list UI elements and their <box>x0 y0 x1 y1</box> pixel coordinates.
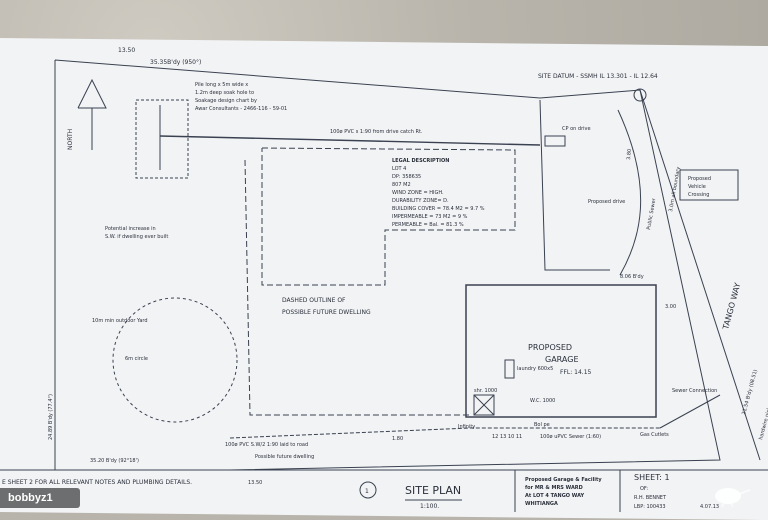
dim-380: 3.80 <box>626 149 633 161</box>
drawing-date: 4.07.13 <box>700 504 719 510</box>
dashed-outline-label-2: POSSIBLE FUTURE DWELLING <box>282 309 371 316</box>
project-line-4: WHITIANGA <box>525 501 558 507</box>
legal-cover: BUILDING COVER = 78.4 M2 = 9.7 % <box>392 206 485 212</box>
proposed-drive-label: Proposed drive <box>588 199 625 205</box>
catch-pit <box>544 135 566 147</box>
yard-label: 10m min outdoor Yard <box>92 318 148 324</box>
author-name: R.H. BENNET <box>634 495 667 501</box>
bol-label: Bol pe <box>534 422 550 428</box>
legal-title: LEGAL DESCRIPTION <box>392 158 449 164</box>
top-boundary-label: 35.35B'dy (950°) <box>150 59 201 66</box>
wc-label: W.C. 1000 <box>530 398 555 404</box>
site-datum-label: SITE DATUM - SSMH IL 13.301 - IL 12.64 <box>538 73 658 80</box>
dim-300: 3.00 <box>665 304 676 310</box>
pile-note-3: Soakage design chart by <box>195 98 257 104</box>
sheet-number: SHEET: 1 <box>634 473 670 482</box>
dwelling-note-2: S.W. if dwelling ever built <box>105 234 168 240</box>
public-sewer-label: Public Sewer <box>646 197 658 230</box>
vehicle-crossing-box <box>679 169 739 201</box>
garage-outline <box>465 284 657 418</box>
vanity-box <box>504 359 515 379</box>
legal-durability: DURABILITY ZONE= D. <box>392 198 449 204</box>
ffl-label: FFL: 14.15 <box>560 369 592 376</box>
project-line-2: for MR & MRS WARD <box>525 485 583 491</box>
road-edge <box>639 89 761 461</box>
bottom-left-note: E SHEET 2 FOR ALL RELEVANT NOTES AND PLU… <box>2 479 192 486</box>
dim-180: 1.80 <box>392 436 403 442</box>
site-plan-scale: 1:100. <box>420 503 439 510</box>
site-boundary <box>54 59 721 471</box>
laundry-label: laundry 600x5 <box>517 366 553 372</box>
future-dwelling-outline-lower <box>244 159 470 416</box>
road-name: TANGO WAY <box>721 282 742 332</box>
yard-circle <box>112 297 238 423</box>
legal-area: 807 M2 <box>392 182 411 188</box>
drain-pipe <box>159 135 541 146</box>
legal-lot: LOT 4 <box>392 166 406 172</box>
shower-label: shr. 1000 <box>474 388 497 394</box>
bottom-dim-label: 13.50 <box>248 480 262 486</box>
lbp-number: LBP: 100433 <box>634 504 666 510</box>
pile-note-4: Awar Consultants - 2466-116 - 59-01 <box>195 106 287 112</box>
project-line-1: Proposed Garage & Facility <box>525 477 602 483</box>
vehicle-crossing-label-1: Proposed <box>688 176 711 182</box>
view-number: 1 <box>365 488 369 495</box>
cp-note: CP on drive <box>562 126 591 132</box>
soakage-pit <box>135 99 189 179</box>
sewer-line <box>229 427 660 439</box>
garage-label-2: GARAGE <box>545 355 579 364</box>
sheet-of: OF: <box>640 486 648 492</box>
north-arrow-head <box>77 78 107 109</box>
left-boundary-dim: 24.89 B'dy (77.4°) <box>48 394 54 440</box>
shower-box <box>473 394 495 416</box>
hardwire-label: hardwire nicker <box>758 401 768 441</box>
pile-note-1: Pile long x 5m wide x <box>195 82 248 88</box>
view-number-circle <box>359 481 377 499</box>
circle-label: 6m circle <box>125 356 148 362</box>
dashed-outline-label-1: DASHED OUTLINE OF <box>282 297 346 304</box>
north-label: NORTH <box>67 129 74 150</box>
sewer-row-label: 100ø uPVC Sewer (1:60) <box>540 434 601 440</box>
infinity-label: Infinity <box>458 424 475 430</box>
legal-impermeable: IMPERMEABLE = 73 M2 = 9 % <box>392 214 468 220</box>
legal-permeable: PERMEABLE = Bal. = 81.3 % <box>392 222 464 228</box>
driveway-curve <box>617 109 642 276</box>
bottom-left-boundary-dim: 35.20 B'dy (92°18') <box>90 458 139 464</box>
dwelling-note-1: Potential increase in <box>105 226 156 232</box>
sewer-connection-line <box>659 394 721 429</box>
legal-wind: WIND ZONE = HIGH. <box>392 190 444 196</box>
pile-note-2: 1.2m deep soak hole to <box>195 90 254 96</box>
top-dim-label: 13.50 <box>118 47 135 54</box>
right-boundary-dim: 21.54 B'dy (08.51) <box>741 369 759 416</box>
pipe-note: 100ø PVC S.W/2 1:90 laid to road <box>225 442 308 448</box>
drain-note: 100ø PVC s 1:90 from drive catch Rt. <box>330 129 423 135</box>
garage-label-1: PROPOSED <box>528 343 572 352</box>
kiwi-bird-icon <box>715 488 751 508</box>
legal-dp: DP: 358635 <box>392 174 421 180</box>
shower-cross-2 <box>473 394 495 416</box>
vehicle-crossing-label-3: Crossing <box>688 192 709 198</box>
watermark-username: bobbyz1 <box>0 488 80 508</box>
datum-circle <box>633 88 647 102</box>
sewer-connection-label: Sewer Connection <box>672 388 717 394</box>
driveway-edge <box>539 99 610 271</box>
vehicle-crossing-label-2: Vehicle <box>688 184 706 190</box>
future-dwelling-note: Possible future dwelling <box>255 454 314 460</box>
site-plan-title: SITE PLAN <box>405 484 461 497</box>
dim-boundary: 8.06 B'dy <box>620 274 644 280</box>
gas-outlets-label: Gas Cutlets <box>640 432 669 438</box>
future-dwelling-outline <box>261 147 516 286</box>
dims-row: 12 13 10 11 <box>492 434 522 440</box>
project-line-3: At LOT 4 TANGO WAY <box>525 493 584 499</box>
